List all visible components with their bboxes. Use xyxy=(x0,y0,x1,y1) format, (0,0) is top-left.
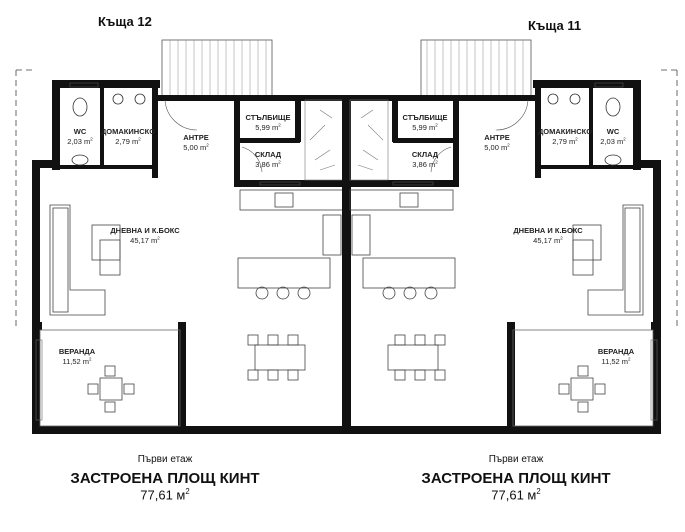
room-area: 11,52 m2 xyxy=(62,356,92,366)
room-area: 5,99 m2 xyxy=(255,122,281,132)
room-area: 3,86 m2 xyxy=(255,159,281,169)
room-name: WC xyxy=(73,127,87,136)
room-name: ДОМАКИНСКО xyxy=(537,127,593,136)
room-area: 3,86 m2 xyxy=(412,159,438,169)
house-12-summary: Първи етаж ЗАСТРОЕНА ПЛОЩ КИНТ 77,61 м2 xyxy=(70,454,259,502)
room-area: 45,17 m2 xyxy=(533,235,563,245)
floor-label: Първи етаж xyxy=(488,454,544,465)
room-name: АНТРЕ xyxy=(484,133,510,142)
built-area-label: ЗАСТРОЕНА ПЛОЩ КИНТ xyxy=(70,470,260,487)
house-11-plan xyxy=(341,39,678,435)
room-name: WC xyxy=(606,127,620,136)
house-12-title: Къща 12 xyxy=(98,14,152,29)
room-area: 11,52 m2 xyxy=(601,356,631,366)
room-name: ДНЕВНА И К.БОКС xyxy=(513,226,583,235)
room-name: ВЕРАНДА xyxy=(597,347,635,356)
room-name: СКЛАД xyxy=(254,150,282,159)
house-11-title: Къща 11 xyxy=(528,18,582,33)
house-11-summary: Първи етаж ЗАСТРОЕНА ПЛОЩ КИНТ 77,61 м2 xyxy=(421,454,610,502)
built-area-value: 77,61 м2 xyxy=(491,487,541,503)
room-name: СКЛАД xyxy=(411,150,439,159)
house-12-plan xyxy=(15,39,352,435)
room-area: 2,79 m2 xyxy=(552,136,578,146)
room-name: ДОМАКИНСКО xyxy=(100,127,156,136)
room-name: ДНЕВНА И К.БОКС xyxy=(110,226,180,235)
room-name: АНТРЕ xyxy=(183,133,209,142)
room-name: СТЪЛБИЩЕ xyxy=(245,113,291,122)
room-area: 5,99 m2 xyxy=(412,122,438,132)
built-area-value: 77,61 м2 xyxy=(140,487,190,503)
room-area: 2,79 m2 xyxy=(115,136,141,146)
room-name: СТЪЛБИЩЕ xyxy=(402,113,448,122)
room-area: 2,03 m2 xyxy=(600,136,626,146)
room-area: 5,00 m2 xyxy=(484,142,510,152)
room-name: ВЕРАНДА xyxy=(58,347,96,356)
room-area: 45,17 m2 xyxy=(130,235,160,245)
floor-label: Първи етаж xyxy=(137,454,193,465)
room-area: 2,03 m2 xyxy=(67,136,93,146)
built-area-label: ЗАСТРОЕНА ПЛОЩ КИНТ xyxy=(421,470,611,487)
room-area: 5,00 m2 xyxy=(183,142,209,152)
